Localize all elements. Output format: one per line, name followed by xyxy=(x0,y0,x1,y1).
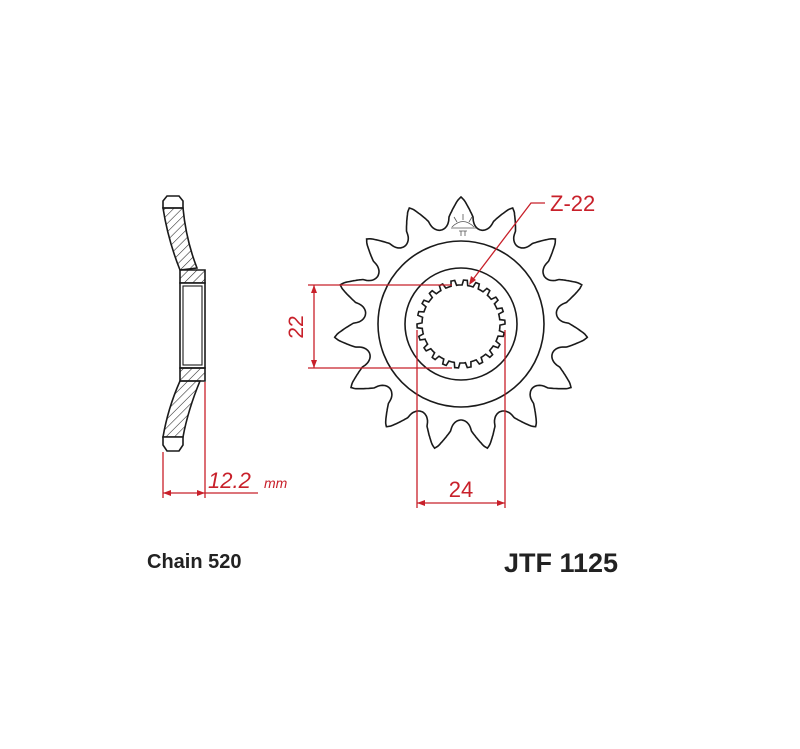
part-number: JTF 1125 xyxy=(504,548,619,578)
thickness-value: 12.2 xyxy=(208,468,251,493)
top-tooth-cap xyxy=(162,195,184,209)
lower-arm-section xyxy=(162,380,202,438)
bore-height-value: 22 xyxy=(285,315,308,338)
hub-bore xyxy=(179,282,206,369)
spline-leader xyxy=(469,202,545,285)
bore-height-dimension xyxy=(308,284,452,369)
lower-hub-section xyxy=(179,367,206,382)
hub-circle-outer xyxy=(377,240,545,408)
spline-label: Z-22 xyxy=(550,191,595,216)
brand-logo xyxy=(451,214,476,236)
chain-label: Chain 520 xyxy=(147,551,242,573)
sprocket-teeth-outline xyxy=(333,195,589,450)
spline-bore-outline xyxy=(416,279,506,369)
side-view-profile xyxy=(162,195,206,452)
bottom-tooth-cap xyxy=(162,436,184,452)
bore-width-value: 24 xyxy=(449,477,473,502)
thickness-unit: mm xyxy=(264,475,288,491)
thickness-dimension xyxy=(162,382,258,498)
hub-circle-inner xyxy=(404,267,518,381)
bore-width-dimension xyxy=(416,330,506,508)
upper-hub-section xyxy=(179,269,206,284)
hub-bore-inner xyxy=(182,285,203,366)
upper-arm-section xyxy=(162,207,199,271)
front-view xyxy=(333,195,589,450)
